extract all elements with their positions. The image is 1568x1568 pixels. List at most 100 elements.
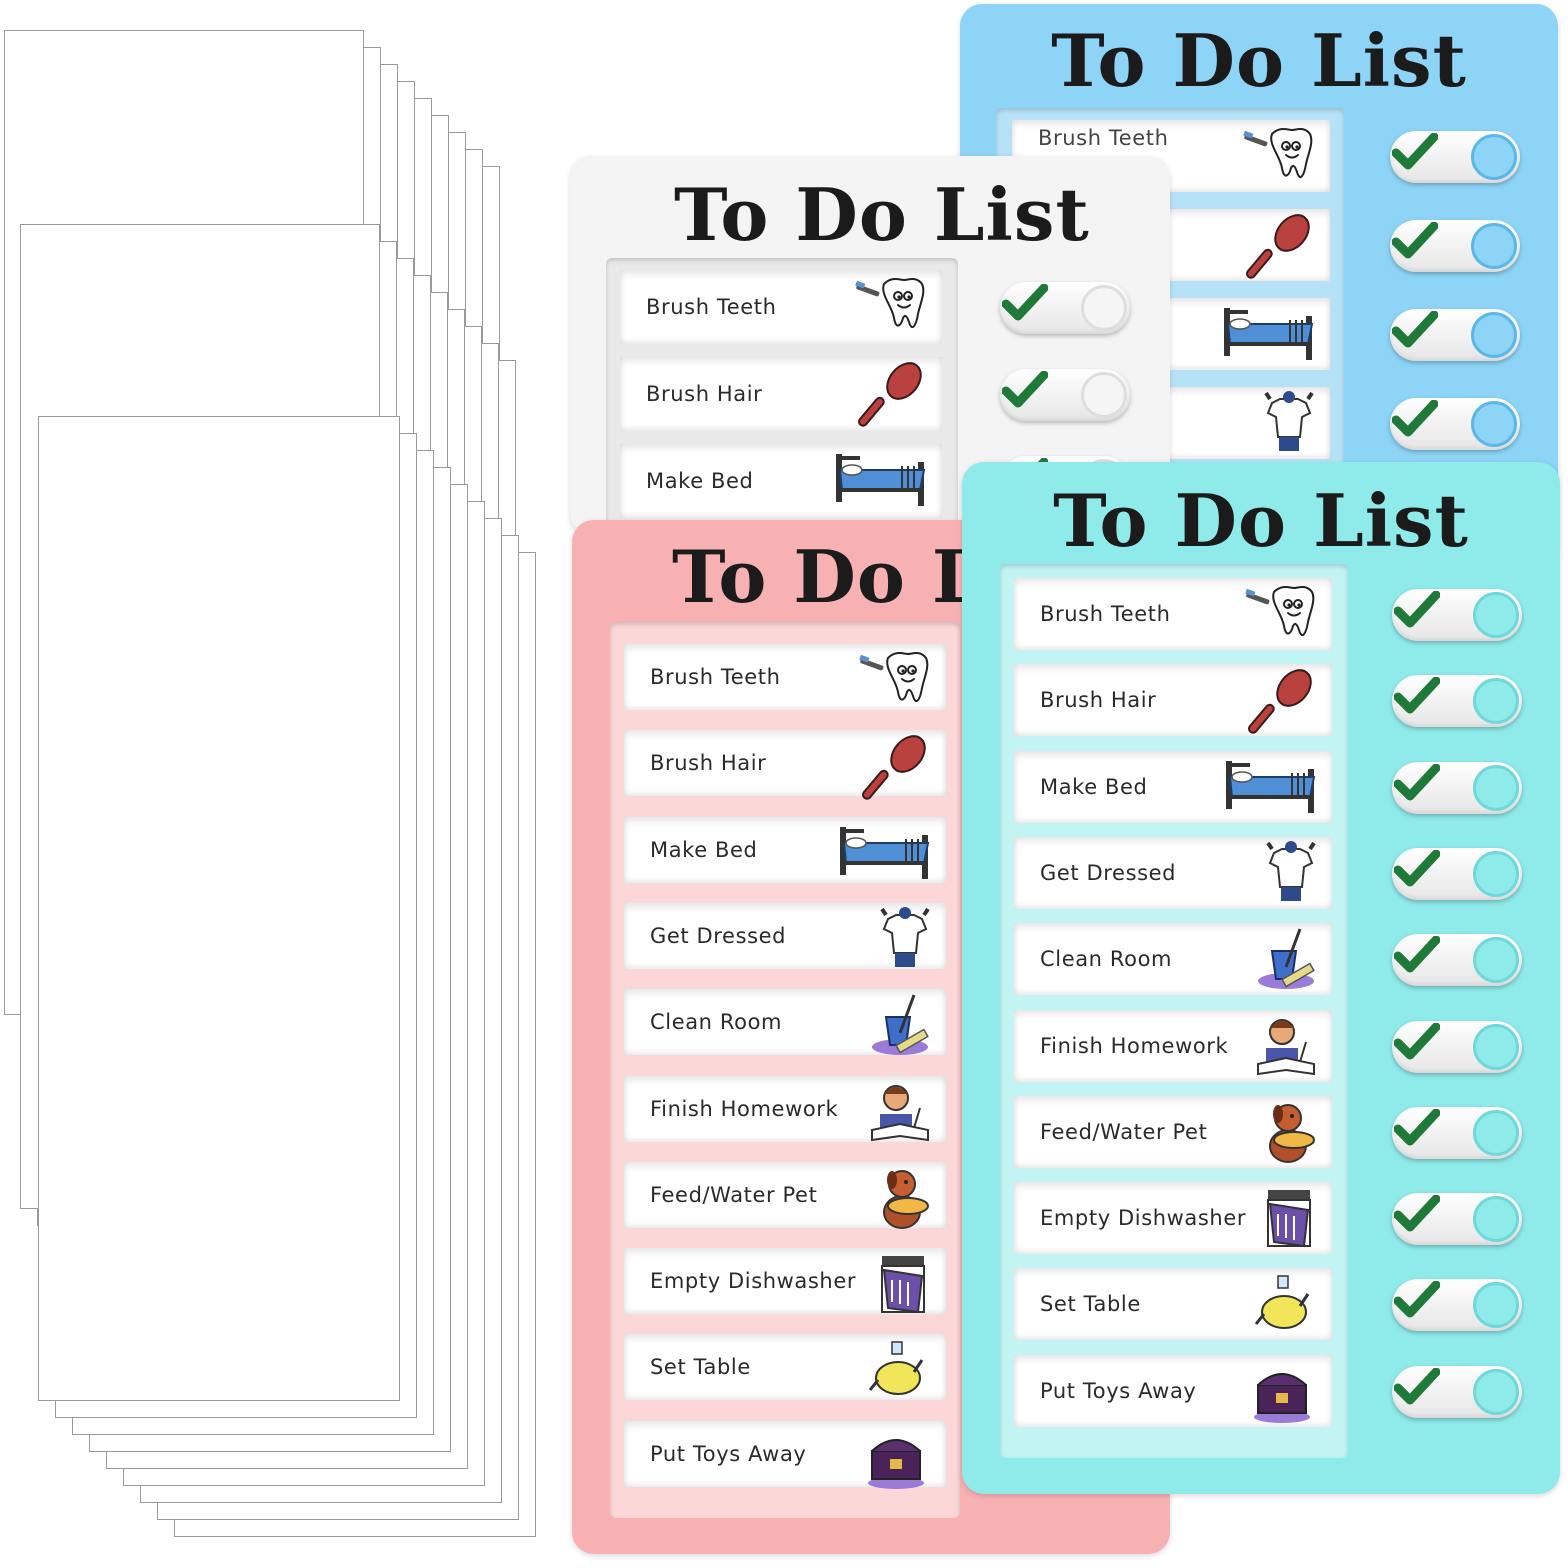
task-label: Make Bed xyxy=(650,837,758,862)
checkmark-icon xyxy=(1393,1022,1441,1067)
task-row[interactable]: Finish Homework xyxy=(624,1075,946,1142)
task-label: Brush Teeth xyxy=(1040,602,1171,626)
tooth-icon xyxy=(854,274,928,338)
done-toggle[interactable] xyxy=(1392,847,1522,900)
toggle-knob[interactable] xyxy=(1471,401,1517,447)
bucket-mop-icon xyxy=(1252,927,1318,997)
bed-icon xyxy=(832,448,928,512)
task-row[interactable]: Brush Teeth xyxy=(1014,578,1332,650)
task-label: Set Table xyxy=(1040,1292,1141,1317)
toggle-knob[interactable] xyxy=(1473,764,1519,811)
task-label: Brush Hair xyxy=(646,382,763,406)
done-toggle[interactable] xyxy=(1392,1279,1522,1332)
checkmark-icon xyxy=(1391,310,1439,355)
done-toggle[interactable] xyxy=(1392,589,1522,641)
task-label: Get Dressed xyxy=(650,923,787,948)
done-toggle[interactable] xyxy=(1390,309,1520,361)
toggle-knob[interactable] xyxy=(1473,850,1519,897)
task-row[interactable]: Put Toys Away xyxy=(1014,1354,1332,1427)
checkmark-icon xyxy=(1393,590,1441,635)
task-label: Brush Hair xyxy=(650,751,767,776)
task-row[interactable]: Brush Teeth xyxy=(620,270,942,344)
task-row[interactable]: Make Bed xyxy=(624,816,946,885)
checkmark-icon xyxy=(1393,849,1441,894)
dog-icon xyxy=(872,1166,932,1236)
task-row[interactable]: Brush Hair xyxy=(1014,664,1332,737)
board-title: To Do List xyxy=(674,172,1090,257)
checkmark-icon xyxy=(1393,1367,1441,1412)
checkmark-icon xyxy=(1393,1108,1441,1153)
task-row[interactable]: Set Table xyxy=(1014,1268,1332,1341)
task-row[interactable]: Empty Dishwasher xyxy=(1014,1182,1332,1255)
homework-icon xyxy=(866,1080,932,1150)
checkmark-icon xyxy=(1393,1280,1441,1325)
checkmark-icon xyxy=(1393,935,1441,980)
task-row[interactable]: Clean Room xyxy=(1014,923,1332,997)
task-row[interactable]: Make Bed xyxy=(620,444,942,518)
hairbrush-icon xyxy=(1242,213,1316,285)
task-row[interactable]: Get Dressed xyxy=(624,902,946,969)
toggle-knob[interactable] xyxy=(1471,223,1517,269)
toggle-knob[interactable] xyxy=(1081,372,1127,418)
task-row[interactable]: Clean Room xyxy=(624,989,946,1056)
plate-icon xyxy=(866,1338,932,1408)
done-toggle[interactable] xyxy=(1392,675,1522,728)
toggle-knob[interactable] xyxy=(1473,1282,1519,1329)
done-toggle[interactable] xyxy=(1392,761,1522,814)
checkmark-icon xyxy=(1001,283,1049,328)
done-toggle[interactable] xyxy=(1392,1106,1522,1159)
task-row[interactable]: Get Dressed xyxy=(1014,836,1332,911)
bed-icon xyxy=(836,821,932,885)
done-toggle[interactable] xyxy=(1390,398,1520,450)
checkmark-icon xyxy=(1393,763,1441,808)
task-label: Make Bed xyxy=(1040,774,1148,799)
done-toggle[interactable] xyxy=(1392,1193,1522,1246)
toggle-knob[interactable] xyxy=(1473,1196,1519,1243)
hairbrush-icon xyxy=(854,361,928,433)
done-toggle[interactable] xyxy=(1392,1365,1522,1418)
toggle-knob[interactable] xyxy=(1473,937,1519,984)
done-toggle[interactable] xyxy=(1000,369,1130,421)
toggle-knob[interactable] xyxy=(1473,1368,1519,1415)
checkmark-icon xyxy=(1391,221,1439,266)
task-row[interactable]: Make Bed xyxy=(1014,750,1332,823)
board-title: To Do List xyxy=(1051,18,1467,103)
blank-card xyxy=(38,416,400,1401)
task-row[interactable]: Feed/Water Pet xyxy=(624,1161,946,1229)
board-title: To Do List xyxy=(1053,478,1469,563)
board-title: To Do L xyxy=(672,534,984,619)
toggle-knob[interactable] xyxy=(1473,678,1519,725)
toggle-knob[interactable] xyxy=(1473,1023,1519,1070)
done-toggle[interactable] xyxy=(1392,1020,1522,1073)
task-label: Put Toys Away xyxy=(650,1441,807,1466)
toggle-knob[interactable] xyxy=(1473,1109,1519,1156)
checkmark-icon xyxy=(1393,1194,1441,1239)
task-row[interactable]: Brush Hair xyxy=(620,357,942,431)
toggle-knob[interactable] xyxy=(1471,312,1517,358)
task-label: Brush Teeth xyxy=(646,295,777,319)
task-row[interactable]: Empty Dishwasher xyxy=(624,1248,946,1315)
dishwasher-icon xyxy=(874,1252,932,1322)
done-toggle[interactable] xyxy=(1390,220,1520,272)
toy-chest-icon xyxy=(862,1425,932,1495)
dog-icon xyxy=(1258,1100,1318,1170)
task-row[interactable]: Feed/Water Pet xyxy=(1014,1095,1332,1170)
done-toggle[interactable] xyxy=(1000,282,1130,334)
done-toggle[interactable] xyxy=(1392,934,1522,987)
task-label: Feed/Water Pet xyxy=(1040,1119,1208,1144)
task-label: Set Table xyxy=(650,1355,751,1380)
task-row[interactable]: Finish Homework xyxy=(1014,1009,1332,1082)
task-label: Put Toys Away xyxy=(1040,1378,1197,1403)
task-row[interactable]: Brush Hair xyxy=(624,730,946,801)
task-label: Get Dressed xyxy=(1040,860,1177,885)
task-label: Empty Dishwasher xyxy=(1040,1206,1247,1231)
toggle-knob[interactable] xyxy=(1473,592,1519,638)
shirt-icon xyxy=(1264,840,1318,911)
done-toggle[interactable] xyxy=(1390,131,1520,183)
hairbrush-icon xyxy=(1244,668,1318,740)
task-row[interactable]: Set Table xyxy=(624,1334,946,1401)
task-row[interactable]: Brush Teeth xyxy=(624,644,946,710)
toggle-knob[interactable] xyxy=(1471,134,1517,180)
toggle-knob[interactable] xyxy=(1081,285,1127,331)
task-row[interactable]: Put Toys Away xyxy=(624,1420,946,1489)
